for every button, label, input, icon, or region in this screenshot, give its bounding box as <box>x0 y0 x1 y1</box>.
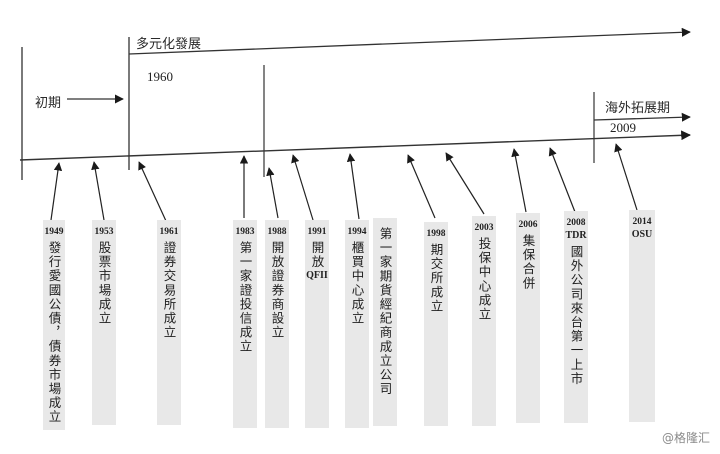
pointer-futures <box>356 154 375 200</box>
event-year: 1994 <box>347 227 367 237</box>
event-1953: 1953 股票市場成立 <box>92 220 116 425</box>
event-year: 2014 <box>632 217 652 227</box>
event-year: 1961 <box>159 227 179 237</box>
diversified-arrow <box>128 27 691 55</box>
event-year: 1983 <box>235 227 255 237</box>
event-futures-broker: 第一家期貨經紀商成立公司 <box>373 218 397 426</box>
event-text: 國外公司來台第一上市 <box>568 245 584 386</box>
pointer-2003 <box>445 152 485 215</box>
event-year: 1991 <box>307 227 327 237</box>
pointer-1994 <box>346 153 360 220</box>
pointer-2008 <box>548 147 576 213</box>
event-1983: 1983 第一家證投信成立 <box>233 220 257 428</box>
pointer-1961 <box>138 161 167 222</box>
event-2006: 2006 集保合併 <box>516 213 540 423</box>
event-sub: QFII <box>306 270 328 282</box>
event-sub: TDR <box>565 230 587 241</box>
event-year: 1953 <box>94 227 114 237</box>
event-1961: 1961 證券交易所成立 <box>157 220 181 425</box>
event-year: 1949 <box>44 227 64 237</box>
event-2014: 2014 OSU <box>629 210 655 422</box>
pointer-2006 <box>511 148 527 213</box>
event-text: 證券交易所成立 <box>161 241 177 340</box>
period-early-label: 初期 <box>35 96 62 111</box>
period-overseas-label: 海外拓展期 <box>605 101 671 116</box>
period-diversified-year: 1960 <box>147 69 173 84</box>
event-text: 櫃買中心成立 <box>349 241 365 326</box>
pointer-2014 <box>614 143 638 211</box>
pointer-1953 <box>91 161 105 221</box>
event-text: 開放 <box>309 241 325 270</box>
overseas-arrow <box>593 112 691 122</box>
event-text: 集保合併 <box>520 234 536 291</box>
event-1994: 1994 櫃買中心成立 <box>345 220 369 428</box>
event-year: 1998 <box>426 229 446 239</box>
event-text: 股票市場成立 <box>96 241 112 326</box>
event-1998: 1998 期交所成立 <box>424 222 448 426</box>
event-1949: 1949 發行愛國公債，債券市場成立 <box>43 220 65 430</box>
pointer-1949 <box>50 162 63 221</box>
event-sub: OSU <box>631 229 653 240</box>
event-year: 2003 <box>474 223 494 233</box>
event-year: 1988 <box>267 227 287 237</box>
event-1991: 1991 開放 QFII <box>305 220 329 428</box>
event-2003: 2003 投保中心成立 <box>472 216 496 426</box>
event-text: 期交所成立 <box>428 243 444 314</box>
event-year: 2008 <box>566 218 586 228</box>
event-text: 開放證券商設立 <box>269 241 285 340</box>
watermark: @格隆汇 <box>661 431 710 445</box>
event-year: 2006 <box>518 220 538 230</box>
event-text: 第一家期貨經紀商成立公司 <box>377 227 393 397</box>
period-diversified-label: 多元化發展 <box>136 37 202 52</box>
event-1988: 1988 開放證券商設立 <box>265 220 289 428</box>
event-text: 發行愛國公債，債券市場成立 <box>46 241 62 425</box>
event-text: 第一家證投信成立 <box>237 241 253 354</box>
pointer-1988 <box>266 167 279 219</box>
period-overseas-year: 2009 <box>610 120 636 135</box>
main-timeline <box>19 130 691 161</box>
event-text: 投保中心成立 <box>476 237 492 322</box>
pointer-1991 <box>291 154 314 221</box>
pointer-1998 <box>407 154 436 219</box>
event-2008: 2008 TDR 國外公司來台第一上市 <box>564 211 588 423</box>
